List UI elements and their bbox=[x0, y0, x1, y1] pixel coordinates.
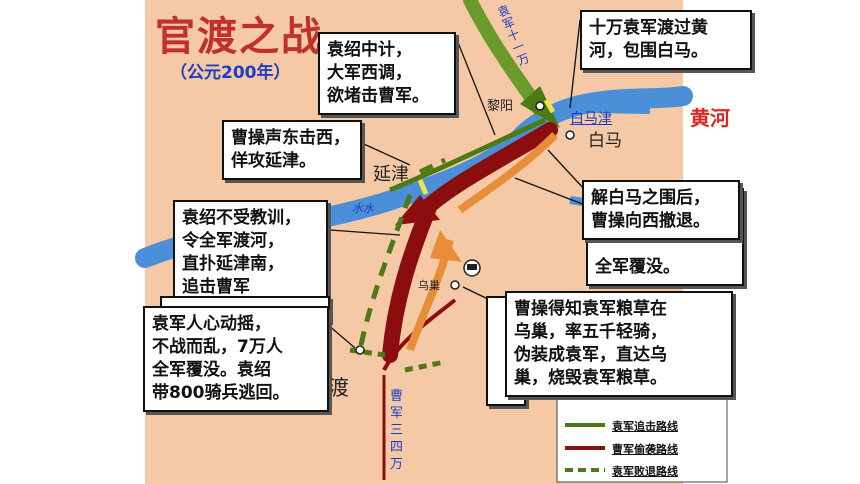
place-baimajin: 白马津 bbox=[570, 111, 612, 127]
crossing-marker-yanjin bbox=[417, 179, 429, 195]
huanghe-label: 黄河 bbox=[690, 106, 730, 130]
callout-raid: 曹操得知袁军粮草在 乌巢，率五千轻骑， 伪装成袁军，直达乌 巢，烧毁袁军粮草。 bbox=[505, 291, 733, 397]
wuchao-marker bbox=[450, 280, 460, 290]
callout-line: 十万袁军渡过黄 bbox=[589, 18, 708, 38]
yuan-dash-top bbox=[418, 157, 447, 175]
cao-troop-char: 军 bbox=[390, 406, 404, 421]
cao-troop-char: 曹 bbox=[390, 389, 404, 404]
callout-line: 欲堵击曹军。 bbox=[327, 86, 429, 106]
callout-line: 曹操得知袁军粮草在 bbox=[514, 299, 667, 319]
place-guandu: 渡 bbox=[328, 376, 349, 400]
callout-line: 乌巢，率五千轻骑， bbox=[514, 322, 667, 342]
legend-label-yuan-pursuit: 袁军追击路线 bbox=[612, 420, 678, 433]
yuan-dash-bottom bbox=[404, 359, 446, 373]
callout-line: 伪装成袁军，直达乌 bbox=[514, 345, 667, 365]
callout-line: 大军西调， bbox=[327, 63, 412, 83]
callout-line: 带800骑兵逃回。 bbox=[152, 383, 290, 403]
callout-line: 袁绍不受教训， bbox=[182, 208, 301, 228]
callout-line: 曹操声东击西， bbox=[231, 128, 350, 148]
cao-troop-char: 四 bbox=[390, 440, 404, 455]
cao-retreat-band bbox=[382, 197, 438, 363]
crossing-marker-baima bbox=[543, 98, 556, 114]
callout-line: 直扑延津南， bbox=[182, 254, 284, 274]
yuan-retreat-dashed bbox=[357, 194, 413, 351]
callout-line: 不战而乱，7万人 bbox=[152, 337, 283, 357]
callout-cao-feint: 曹操声东击西， 佯攻延津。 bbox=[222, 120, 362, 180]
cao-troop-char: 万 bbox=[390, 457, 404, 472]
leader-lines bbox=[319, 19, 586, 349]
callout-line: 河，包围白马。 bbox=[589, 41, 708, 61]
guandu-marker bbox=[355, 345, 365, 355]
orange-arrowhead bbox=[430, 230, 462, 262]
baima-marker bbox=[565, 130, 575, 140]
cao-troop-label: 曹 军 三 四 万 bbox=[390, 388, 406, 473]
map-year: （公元200年） bbox=[170, 63, 291, 83]
callout-line: 全军覆没。 bbox=[595, 257, 680, 277]
place-baima: 白马 bbox=[588, 131, 622, 151]
callout-line: 佯攻延津。 bbox=[231, 151, 316, 171]
callout-line: 解白马之围后， bbox=[591, 188, 710, 208]
yuan-pursuit-line-1 bbox=[389, 117, 547, 193]
callout-line: 袁绍中计， bbox=[327, 40, 412, 60]
callout-line: 追击曹军 bbox=[182, 277, 250, 297]
river-east bbox=[589, 93, 651, 114]
callout-yuan-plan: 袁绍中计， 大军西调， 欲堵击曹军。 bbox=[318, 32, 456, 115]
legend bbox=[556, 397, 728, 483]
granary-icon bbox=[463, 259, 481, 277]
map-title: 官渡之战 bbox=[155, 13, 323, 60]
legend-label-yuan-retreat: 袁军败退路线 bbox=[612, 465, 678, 478]
callout-yuan-order: 袁绍不受教训， 令全军渡河， 直扑延津南， 追击曹军 bbox=[173, 200, 328, 300]
callout-line: 令全军渡河， bbox=[182, 231, 284, 251]
callout-line: 袁军人心动摇， bbox=[152, 314, 271, 334]
place-river-label: 水水 bbox=[352, 202, 374, 215]
liyang-marker bbox=[535, 101, 545, 111]
callout-line: 巢，烧毁袁军粮草。 bbox=[514, 368, 667, 388]
cao-attack-arrow-1 bbox=[422, 122, 558, 213]
place-wuchao: 乌巢 bbox=[418, 279, 440, 292]
callout-withdraw: 解白马之围后， 曹操向西撤退。 bbox=[582, 180, 740, 240]
cao-troop-char: 三 bbox=[390, 423, 404, 438]
callout-line: 曹操向西撤退。 bbox=[591, 211, 710, 231]
callout-line: 全军覆没。袁绍 bbox=[152, 360, 271, 380]
place-liyang: 黎阳 bbox=[487, 99, 514, 114]
callout-crossing: 十万袁军渡过黄 河，包围白马。 bbox=[580, 10, 752, 70]
orange-arrow-1 bbox=[457, 132, 558, 214]
callout-collapse: 袁军人心动摇， 不战而乱，7万人 全军覆没。袁绍 带800骑兵逃回。 bbox=[143, 306, 329, 412]
place-yanjin: 延津 bbox=[373, 164, 409, 185]
legend-label-cao-raid: 曹军偷袭路线 bbox=[612, 443, 678, 456]
